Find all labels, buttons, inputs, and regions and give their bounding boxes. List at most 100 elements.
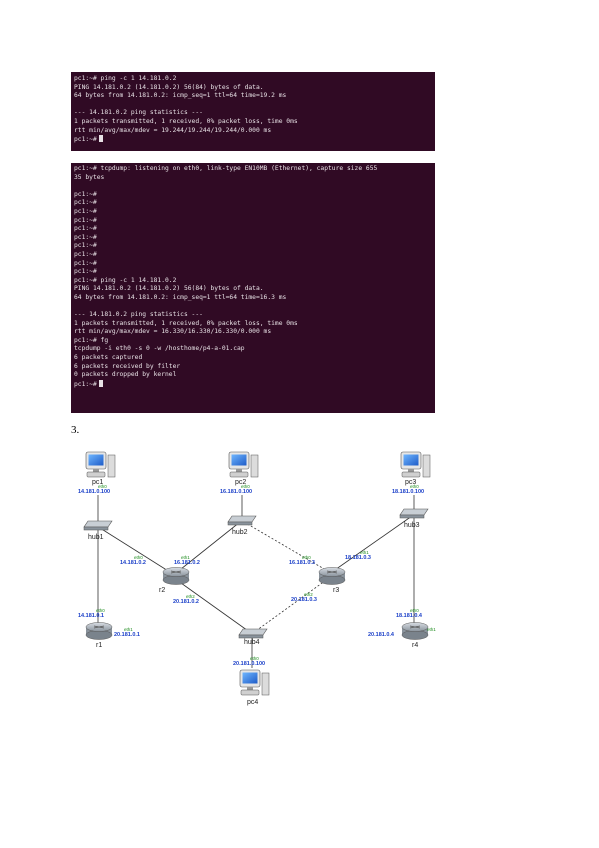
r1-ip-right-label: 20.181.0.1 bbox=[114, 632, 140, 638]
terminal-line: PING 14.181.0.2 (14.181.0.2) 56(84) byte… bbox=[74, 285, 264, 293]
terminal-line: --- 14.181.0.2 ping statistics --- bbox=[74, 109, 203, 117]
terminal-window-2: pc1:~# tcpdump: listening on eth0, link-… bbox=[71, 163, 435, 413]
pc2-computer-icon[interactable] bbox=[228, 451, 259, 478]
terminal-prompt-line[interactable]: pc1:~# bbox=[71, 135, 435, 144]
pc2-ip-label: 16.181.0.100 bbox=[220, 489, 252, 495]
r2-eth1-label: eth1 bbox=[181, 555, 190, 560]
pc1-computer-icon[interactable] bbox=[85, 451, 116, 478]
terminal-line: 0 packets dropped by kernel bbox=[74, 371, 177, 379]
hub4-icon[interactable] bbox=[238, 628, 268, 639]
terminal-line: 6 packets captured bbox=[74, 354, 143, 362]
r3-label: r3 bbox=[333, 587, 339, 594]
terminal-line: tcpdump -i eth0 -s 0 -w /hosthome/p4-a-0… bbox=[74, 345, 245, 353]
pc3-computer-icon[interactable] bbox=[400, 451, 431, 478]
terminal-line: pc1:~# bbox=[74, 259, 97, 267]
link-r2-hub4 bbox=[173, 577, 252, 634]
r1-eth0-label: eth0 bbox=[96, 608, 105, 613]
r2-ip-bottom-label: 20.181.0.2 bbox=[173, 599, 199, 605]
r2-ip-right-label: 16.181.0.2 bbox=[174, 560, 200, 566]
router-r3-icon[interactable] bbox=[318, 567, 346, 585]
terminal-line: --- 14.181.0.2 ping statistics --- bbox=[74, 311, 203, 319]
r4-eth1-label: eth1 bbox=[427, 627, 436, 632]
terminal-line: rtt min/avg/max/mdev = 16.330/16.330/16.… bbox=[74, 328, 272, 336]
r1-eth1-label: eth1 bbox=[124, 627, 133, 632]
terminal-line: pc1:~# bbox=[74, 190, 97, 198]
terminal-prompt: pc1:~# bbox=[74, 380, 97, 388]
r3-ip-left-label: 16.181.0.3 bbox=[289, 560, 315, 566]
terminal-prompt: pc1:~# bbox=[74, 136, 97, 144]
terminal-line: pc1:~# bbox=[74, 242, 97, 250]
terminal-line: pc1:~# bbox=[74, 250, 97, 258]
router-r1-icon[interactable] bbox=[85, 622, 113, 640]
terminal-line: PING 14.181.0.2 (14.181.0.2) 56(84) byte… bbox=[74, 83, 264, 91]
pc4-iface-label: eth0 bbox=[250, 656, 259, 661]
hub3-icon[interactable] bbox=[399, 508, 429, 519]
terminal-cursor bbox=[98, 379, 103, 387]
pc1-label: pc1 bbox=[92, 479, 103, 486]
r2-eth2-label: eth2 bbox=[186, 594, 195, 599]
terminal-line: pc1:~# ping -c 1 14.181.0.2 bbox=[74, 75, 177, 82]
terminal-line: 1 packets transmitted, 1 received, 0% pa… bbox=[74, 117, 298, 125]
pc1-iface-label: eth0 bbox=[98, 484, 107, 489]
r3-eth1-label: eth1 bbox=[360, 550, 369, 555]
terminal-line: 35 bytes bbox=[74, 173, 105, 181]
r3-ip-right-label: 18.181.0.3 bbox=[345, 555, 371, 561]
terminal-line: pc1:~# ping -c 1 14.181.0.2 bbox=[74, 276, 177, 284]
terminal-line bbox=[71, 303, 435, 312]
hub2-label: hub2 bbox=[232, 529, 248, 536]
terminal-line: rtt min/avg/max/mdev = 19.244/19.244/19.… bbox=[74, 126, 272, 134]
terminal-line: 64 bytes from 14.181.0.2: icmp_seq=1 ttl… bbox=[74, 92, 287, 100]
link-hub3-r3 bbox=[331, 515, 413, 573]
pc4-computer-icon[interactable] bbox=[239, 669, 270, 696]
r1-ip-top-label: 14.181.0.1 bbox=[78, 613, 104, 619]
terminal-line bbox=[71, 182, 435, 191]
r4-ip-top-label: 18.181.0.4 bbox=[396, 613, 423, 619]
network-links bbox=[97, 495, 415, 668]
hub1-label: hub1 bbox=[88, 534, 104, 541]
terminal-line bbox=[71, 101, 435, 110]
terminal-line: pc1:~# bbox=[74, 199, 97, 207]
r3-eth2-label: eth2 bbox=[304, 592, 313, 597]
r4-ip-right-label: 20.181.0.4 bbox=[368, 632, 395, 638]
r3-ip-bottom-label: 20.181.0.3 bbox=[291, 597, 317, 603]
r1-label: r1 bbox=[96, 642, 102, 649]
link-hub2-r2 bbox=[175, 521, 241, 574]
terminal-line: 6 packets received by filter bbox=[74, 362, 181, 370]
terminal-line: 64 bytes from 14.181.0.2: icmp_seq=1 ttl… bbox=[74, 293, 287, 301]
terminal-line: pc1:~# bbox=[74, 268, 97, 276]
pc1-ip-label: 14.181.0.100 bbox=[78, 489, 110, 495]
router-r4-icon[interactable] bbox=[401, 622, 429, 640]
pc3-label: pc3 bbox=[405, 479, 416, 486]
pc2-iface-label: eth0 bbox=[241, 484, 250, 489]
terminal-line: 1 packets transmitted, 1 received, 0% pa… bbox=[74, 319, 298, 327]
step-number: 3. bbox=[71, 424, 80, 436]
r4-label: r4 bbox=[412, 642, 418, 649]
link-hub1-r2 bbox=[99, 527, 174, 575]
hub1-icon[interactable] bbox=[83, 520, 113, 531]
pc4-ip-label: 20.181.0.100 bbox=[233, 661, 265, 667]
link-r3-hub4 bbox=[252, 577, 330, 634]
terminal-line: pc1:~# bbox=[74, 225, 97, 233]
terminal-prompt-line[interactable]: pc1:~# bbox=[71, 379, 435, 389]
r2-eth0-label: eth0 bbox=[134, 555, 143, 560]
router-r2-icon[interactable] bbox=[162, 567, 190, 585]
r2-label: r2 bbox=[159, 587, 165, 594]
pc3-iface-label: eth0 bbox=[410, 484, 419, 489]
terminal-line: pc1:~# fg bbox=[74, 336, 109, 344]
hub3-label: hub3 bbox=[404, 522, 420, 529]
r4-eth0-label: eth0 bbox=[410, 608, 419, 613]
pc2-label: pc2 bbox=[235, 479, 246, 486]
link-hub2-r3 bbox=[243, 521, 332, 574]
pc3-ip-label: 18.181.0.100 bbox=[392, 489, 424, 495]
r3-eth0-label: eth0 bbox=[302, 555, 311, 560]
pc4-label: pc4 bbox=[247, 699, 258, 706]
terminal-line: pc1:~# bbox=[74, 216, 97, 224]
terminal-line: pc1:~# bbox=[74, 233, 97, 241]
hub2-icon[interactable] bbox=[227, 515, 257, 526]
r2-ip-left-label: 14.181.0.2 bbox=[120, 560, 146, 566]
hub4-label: hub4 bbox=[244, 639, 260, 646]
network-diagram: pc1 pc2 pc3 pc4 hub1 hub2 hub3 hub4 r1 r… bbox=[78, 451, 436, 706]
terminal-line: pc1:~# tcpdump: listening on eth0, link-… bbox=[74, 165, 378, 172]
terminal-line: pc1:~# bbox=[74, 207, 97, 215]
